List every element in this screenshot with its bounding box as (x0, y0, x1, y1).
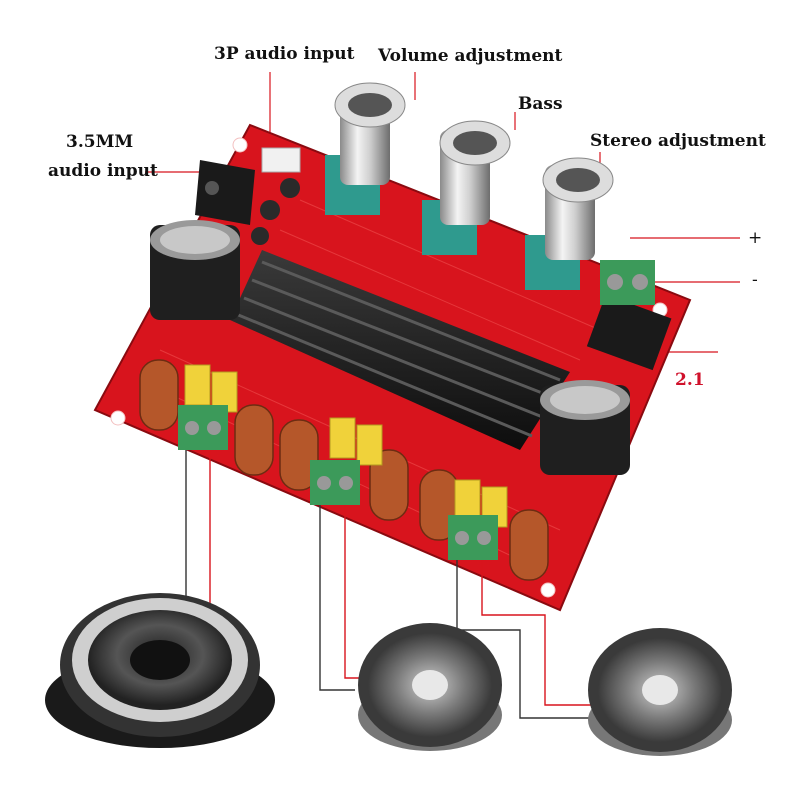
right-speaker (588, 628, 732, 756)
left-speaker (358, 623, 502, 751)
bass-knob (422, 120, 511, 255)
output-terminals (178, 405, 498, 560)
volume-knob (325, 82, 406, 215)
label-mode: 2.1 (675, 370, 705, 390)
large-capacitor-left (150, 220, 240, 320)
small-capacitors (251, 178, 300, 245)
label-minus: - (752, 270, 758, 290)
heatsink (230, 250, 570, 450)
label-plus: + (748, 228, 763, 248)
label-3p-audio-input: 3P audio input (214, 44, 355, 64)
three-pin-connector (261, 147, 301, 173)
label-stereo-adjustment: Stereo adjustment (590, 131, 766, 151)
label-jack-line1: 3.5MM (66, 132, 134, 152)
audio-jack (195, 160, 255, 225)
label-jack-line2: audio input (48, 161, 158, 181)
large-capacitor-right (540, 380, 630, 475)
label-volume-adjustment: Volume adjustment (378, 46, 563, 66)
subwoofer-speaker (45, 593, 275, 748)
inductor-coils (139, 359, 549, 581)
dc-power-jack (586, 294, 672, 371)
label-bass: Bass (518, 94, 563, 114)
stereo-knob (525, 157, 614, 290)
power-terminal (600, 260, 655, 305)
